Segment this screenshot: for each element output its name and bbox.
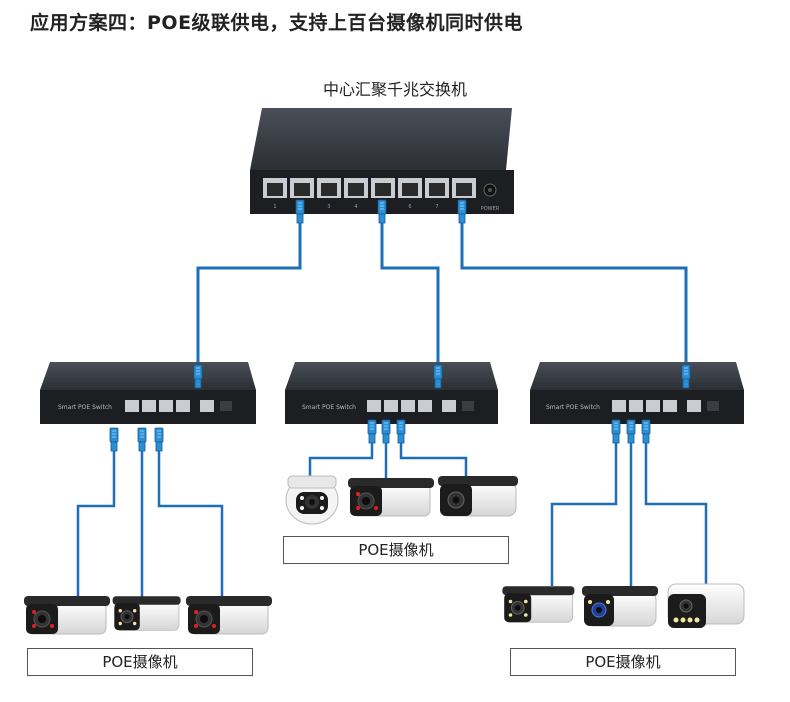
bullet-camera-icon: [347, 477, 435, 517]
camera-group-label-3: POE摄像机: [510, 648, 736, 676]
port-number: 4: [354, 204, 357, 210]
edge-switch-3: Smart POE Switch: [530, 362, 744, 424]
camera-cables-1: [76, 427, 224, 598]
core-switch-ports: [263, 178, 476, 198]
port-number: 1: [273, 204, 276, 210]
bullet-camera-icon: [112, 595, 182, 631]
bullet-camera-icon: [438, 476, 518, 517]
switch-brand: Smart POE Switch: [58, 404, 112, 411]
camera-group-label-1: POE摄像机: [27, 648, 253, 676]
core-switch: 1 2 3 4 5 6 7 8 POWER: [250, 108, 514, 214]
power-label: POWER: [481, 206, 500, 212]
camera-group-label-2: POE摄像机: [283, 536, 509, 564]
page-title: 应用方案四：POE级联供电，支持上百台摄像机同时供电: [30, 12, 524, 34]
switch-brand: Smart POE Switch: [546, 404, 600, 411]
camera-group-2: [285, 475, 518, 525]
port-number: 7: [435, 204, 438, 210]
core-switch-label: 中心汇聚千兆交换机: [322, 80, 467, 99]
camera-cables-3: [550, 419, 708, 586]
camera-cables-2: [308, 419, 468, 478]
port-number: 3: [327, 204, 330, 210]
bullet-camera-icon: [667, 583, 745, 628]
camera-group-3: [501, 583, 745, 628]
port-number: 6: [408, 204, 411, 210]
core-cables: [196, 199, 688, 372]
edge-switch-1: Smart POE Switch: [40, 362, 256, 424]
bullet-camera-icon: [501, 585, 575, 623]
edge-switch-2: Smart POE Switch: [285, 362, 498, 424]
camera-group-1: [23, 595, 273, 635]
bullet-camera-icon: [185, 595, 273, 635]
switch-brand: Smart POE Switch: [302, 404, 356, 411]
bullet-camera-icon: [23, 595, 111, 635]
bullet-camera-icon: [582, 586, 658, 627]
dome-camera-icon: [285, 475, 339, 525]
